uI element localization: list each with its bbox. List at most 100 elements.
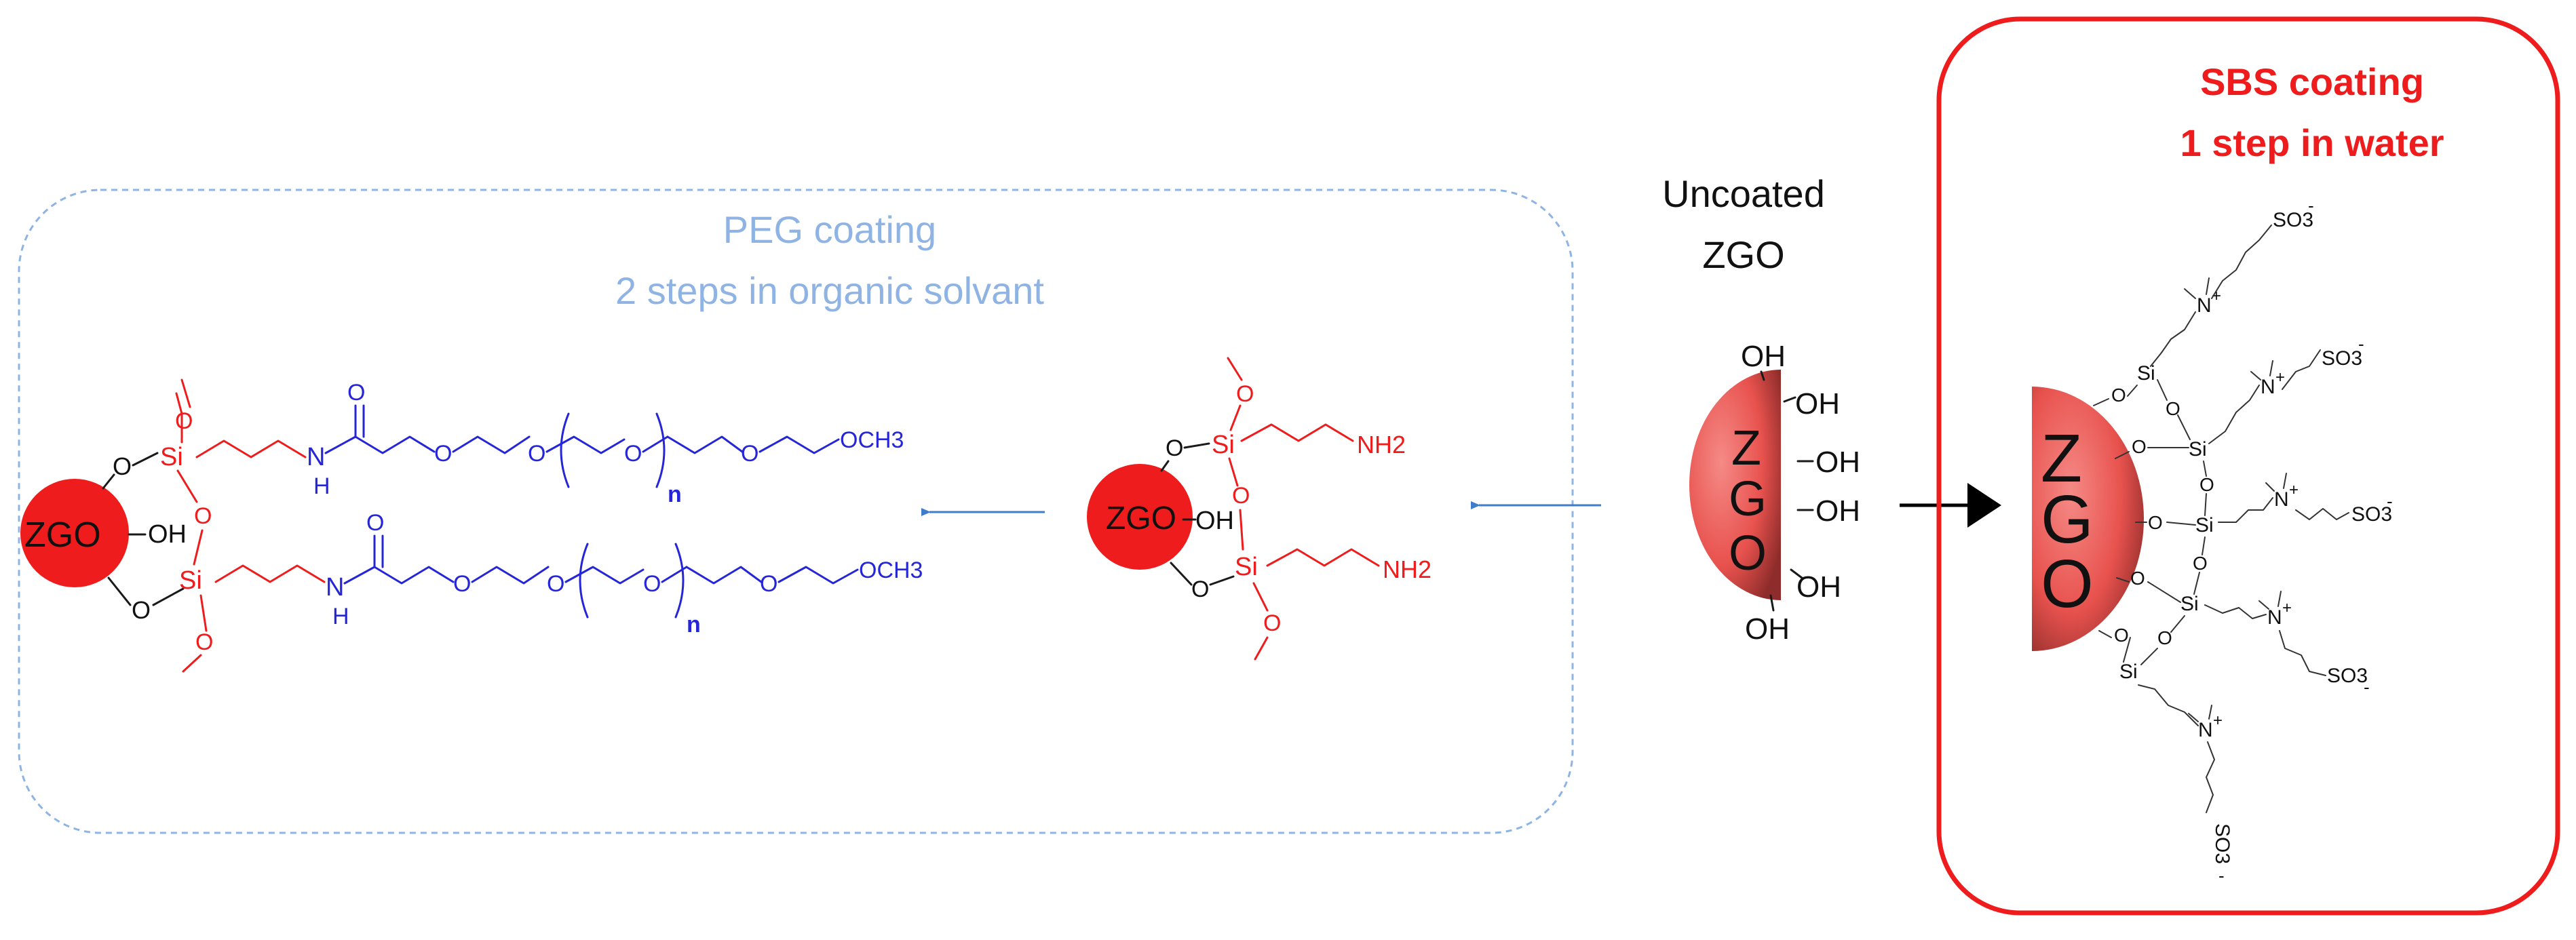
- uncoated-subtitle: ZGO: [1702, 233, 1784, 276]
- peg-och3-bottom: OCH3: [859, 557, 923, 583]
- sbs-si-4: Si: [2180, 593, 2199, 615]
- peg-coating-panel: PEG coating 2 steps in organic solvant Z…: [18, 189, 1601, 834]
- uncoated-oh-6: OH: [1745, 612, 1790, 646]
- peg-oh-label: OH: [148, 520, 187, 549]
- amine-si-bottom: Si: [1235, 553, 1258, 581]
- uncoated-title: Uncoated: [1662, 172, 1825, 215]
- peg-ether-o1-top: O: [434, 441, 452, 467]
- uncoated-zgo-group: Uncoated ZGO Z G O OH OH OH OH OH OH: [1662, 172, 2001, 646]
- peg-zgo-core: [20, 479, 129, 587]
- sbs-o-link-4: O: [2157, 627, 2172, 648]
- peg-och3-top: OCH3: [840, 427, 904, 453]
- uncoated-oh-1: OH: [1741, 340, 1786, 373]
- peg-carbonyl-o-bottom: O: [366, 510, 384, 536]
- sbs-so3-3: SO3: [2351, 503, 2392, 526]
- peg-ether-o1-bottom: O: [453, 571, 471, 597]
- sbs-panel-title: SBS coating: [2200, 60, 2424, 103]
- peg-ether-o3-top: O: [741, 441, 758, 467]
- amine-zgo-core: [1087, 464, 1193, 570]
- amine-nh2-bottom: NH2: [1383, 555, 1431, 583]
- peg-panel-frame: [18, 189, 1574, 834]
- amine-zgo-label: ZGO: [1106, 501, 1176, 536]
- peg-repeat-n-top: n: [668, 482, 682, 507]
- sbs-n-5: N: [2198, 719, 2213, 741]
- peg-panel-title: PEG coating: [723, 208, 936, 251]
- amine-oh-label: OH: [1195, 507, 1234, 535]
- peg-panel-subtitle: 2 steps in organic solvant: [615, 269, 1044, 312]
- sbs-core-letter-g: G: [2041, 482, 2094, 557]
- uncoated-zgo-core: [1689, 370, 1781, 600]
- sbs-o-link-3: O: [2193, 553, 2208, 574]
- amine-o-bottom: O: [1191, 576, 1209, 602]
- peg-o-bridge: O: [194, 503, 212, 529]
- sbs-panel-subtitle: 1 step in water: [2180, 121, 2444, 164]
- sbs-core-letter-z: Z: [2041, 420, 2082, 496]
- sbs-o-1: O: [2111, 385, 2126, 406]
- peg-chain-top: [324, 435, 436, 454]
- sbs-plus-5: +: [2213, 711, 2223, 730]
- sbs-si-5: Si: [2119, 661, 2138, 683]
- sbs-n-2: N: [2261, 376, 2275, 398]
- peg-h-bottom: H: [332, 604, 349, 629]
- sbs-minus-4: -: [2364, 677, 2370, 697]
- peg-chain-bottom: [343, 566, 455, 585]
- sbs-so3-4: SO3: [2327, 665, 2368, 687]
- arrow-uncoated-to-sbs-head: [1967, 483, 2001, 528]
- peg-zgo-label: ZGO: [24, 515, 101, 555]
- sbs-panel-frame: [1936, 16, 2560, 916]
- sbs-n-3: N: [2274, 488, 2289, 511]
- sbs-zgo-core: [2032, 387, 2144, 651]
- uncoated-oh-3: OH: [1815, 446, 1860, 479]
- sbs-n-4: N: [2267, 606, 2282, 629]
- sbs-o-2: O: [2132, 436, 2147, 457]
- uncoated-core-letter-o: O: [1729, 526, 1767, 581]
- peg-si-bottom: Si: [179, 566, 202, 595]
- sbs-si-1: Si: [2137, 362, 2155, 385]
- sbs-o-link-2: O: [2199, 474, 2214, 495]
- sbs-so3-5: SO3: [2211, 823, 2233, 864]
- sbs-o-3: O: [2148, 512, 2163, 533]
- sbs-o-5: O: [2114, 625, 2129, 646]
- uncoated-oh-5: OH: [1796, 570, 1841, 604]
- sbs-so3-1: SO3: [2273, 209, 2313, 231]
- sbs-minus-2: -: [2358, 334, 2364, 354]
- peg-o-bottom-methoxy: O: [195, 629, 213, 655]
- sbs-n-1: N: [2197, 294, 2212, 317]
- uncoated-core-letter-g: G: [1729, 472, 1767, 526]
- amine-o-top-methoxy: O: [1236, 381, 1254, 407]
- sbs-so3-2: SO3: [2322, 347, 2362, 370]
- peg-nh-bottom: N: [326, 573, 344, 602]
- sbs-coating-panel: SBS coating 1 step in water Z G O O O O …: [1936, 16, 2560, 916]
- peg-ether-o3-bottom: O: [760, 571, 777, 597]
- amine-o-bottom-methoxy: O: [1263, 610, 1281, 636]
- peg-ether-o2-top: O: [528, 441, 545, 467]
- peg-o-bottom: O: [132, 596, 151, 624]
- peg-nh-top: N: [307, 443, 325, 471]
- uncoated-oh-4: OH: [1815, 494, 1860, 528]
- peg-h-top: H: [313, 473, 330, 499]
- peg-ether-o2-bottom: O: [547, 571, 564, 597]
- peg-repeat-o-top: O: [624, 441, 642, 467]
- sbs-minus-5: -: [2218, 865, 2225, 886]
- sbs-minus-3: -: [2387, 491, 2393, 511]
- amine-si-top: Si: [1212, 431, 1235, 459]
- amine-nh2-top: NH2: [1357, 431, 1406, 458]
- sbs-minus-1: -: [2308, 195, 2314, 216]
- amine-o-bridge: O: [1232, 483, 1250, 509]
- peg-o-top: O: [113, 452, 132, 480]
- sbs-core-letter-o: O: [2041, 546, 2094, 622]
- sbs-o-link-1: O: [2166, 398, 2180, 419]
- amine-intermediate: ZGO OH O O Si O NH2 O Si O NH2: [1087, 357, 1431, 661]
- sbs-plus-2: +: [2275, 368, 2285, 387]
- sbs-plus-4: +: [2282, 599, 2292, 617]
- peg-o-top-methoxy: O: [175, 408, 193, 434]
- uncoated-oh-2: OH: [1795, 387, 1840, 420]
- peg-repeat-n-bottom: n: [687, 612, 701, 638]
- amine-o-top: O: [1166, 435, 1183, 461]
- sbs-plus-1: +: [2212, 287, 2221, 305]
- sbs-o-4: O: [2130, 568, 2145, 589]
- peg-carbonyl-o-top: O: [347, 380, 365, 406]
- peg-repeat-o-bottom: O: [643, 571, 661, 597]
- uncoated-core-letter-z: Z: [1731, 421, 1761, 475]
